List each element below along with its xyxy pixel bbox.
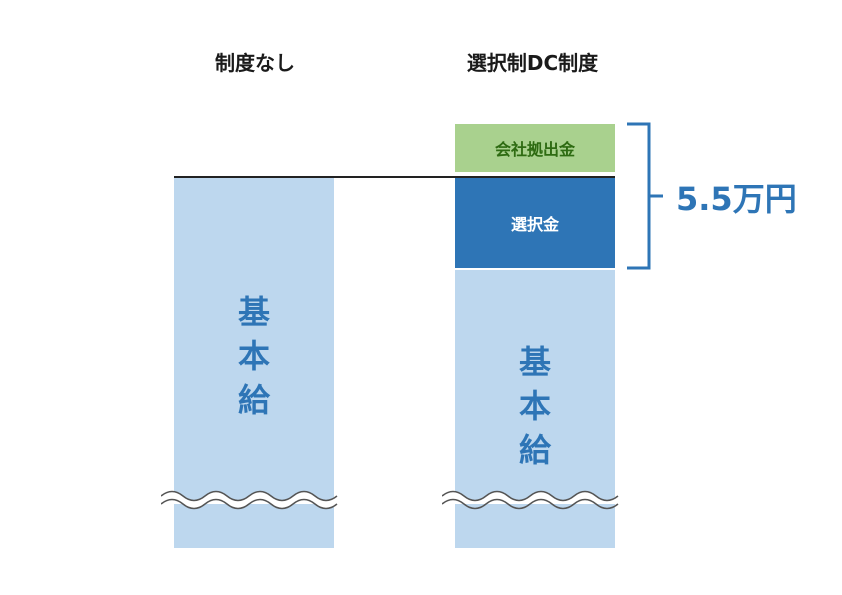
selection-amount-label: 選択金 [510, 215, 559, 234]
bracket-amount-label: 5.5万円 [676, 180, 797, 218]
base-salary-char: 本 [518, 387, 551, 425]
base-salary-bar-left [174, 178, 334, 548]
amount-bracket [627, 122, 663, 270]
base-salary-char: 給 [237, 381, 270, 419]
break-wave-right [442, 490, 628, 510]
break-wave-left [161, 490, 347, 510]
base-salary-label-left: 基 本 給 [174, 290, 334, 422]
base-salary-char: 基 [237, 293, 270, 331]
base-salary-char: 基 [518, 343, 551, 381]
reference-line [174, 176, 615, 178]
selection-amount-box: 選択金 [455, 178, 615, 268]
company-contribution-label: 会社拠出金 [494, 140, 575, 159]
column-title-no-system: 制度なし [215, 51, 295, 75]
company-contribution-box: 会社拠出金 [455, 124, 615, 172]
column-title-dc-system: 選択制DC制度 [466, 51, 599, 75]
base-salary-label-right: 基 本 給 [455, 340, 615, 472]
base-salary-char: 給 [518, 431, 551, 469]
base-salary-char: 本 [237, 337, 270, 375]
